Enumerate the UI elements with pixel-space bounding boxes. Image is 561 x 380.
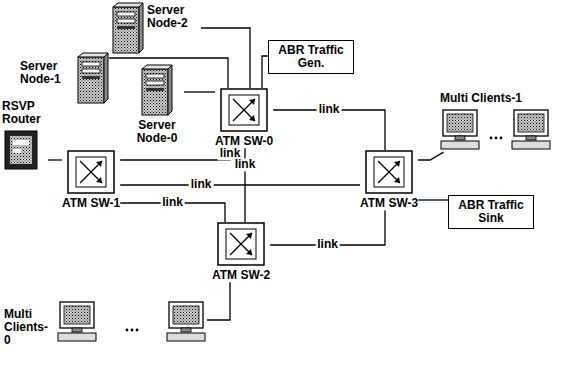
- traffic-generator-box: ABR Traffic Gen.: [268, 40, 354, 74]
- node-label: ATM SW-2: [212, 269, 270, 282]
- atm-switch: ATM SW-0: [215, 88, 273, 148]
- link-label: link: [315, 238, 340, 251]
- switch-icon: [365, 150, 413, 194]
- node-label: ABR Traffic Gen.: [275, 44, 347, 70]
- link-label: link: [233, 158, 258, 171]
- router-icon: [2, 129, 42, 171]
- rsvp-router: RSVP Router: [2, 100, 48, 171]
- atm-switch: ATM SW-2: [212, 222, 270, 282]
- server-icon: [112, 2, 144, 54]
- link-label: link: [160, 196, 185, 209]
- node-label: Multi Clients-1: [440, 92, 522, 105]
- switch-icon: [220, 88, 268, 132]
- atm-switch: ATM SW-1: [62, 150, 120, 210]
- computer-icon: [440, 108, 552, 152]
- link-label: link: [317, 103, 342, 116]
- traffic-sink-box: ABR Traffic Sink: [448, 195, 534, 229]
- node-label: Multi Clients-0: [4, 308, 54, 348]
- link-line: [120, 148, 230, 160]
- link-label: link: [189, 178, 214, 191]
- node-label: Server Node-2: [147, 4, 201, 30]
- link-line: [418, 152, 443, 160]
- link-line: [48, 159, 62, 160]
- node-label: ATM SW-3: [360, 197, 418, 210]
- server-node: Server Node-2: [112, 2, 201, 54]
- node-label: Server Node-1: [20, 60, 74, 86]
- link-line: [207, 282, 230, 320]
- link-line: [120, 184, 360, 185]
- link-line: [418, 199, 448, 200]
- switch-icon: [217, 222, 265, 266]
- computer-icon: [57, 300, 207, 344]
- server-node: Server Node-0: [130, 64, 184, 145]
- atm-switch: ATM SW-3: [360, 150, 418, 210]
- server-node: Server Node-1: [20, 52, 109, 104]
- node-label: ATM SW-1: [62, 197, 120, 210]
- node-label: RSVP Router: [2, 100, 48, 126]
- client-group: Multi Clients-1: [440, 92, 552, 152]
- switch-icon: [67, 150, 115, 194]
- node-label: ATM SW-0: [215, 135, 273, 148]
- client-group: Multi Clients-0: [4, 300, 207, 348]
- node-label: Server Node-0: [130, 119, 184, 145]
- server-icon: [141, 64, 173, 116]
- link-line: [184, 91, 215, 92]
- server-icon: [77, 52, 109, 104]
- node-label: ABR Traffic Sink: [455, 199, 527, 225]
